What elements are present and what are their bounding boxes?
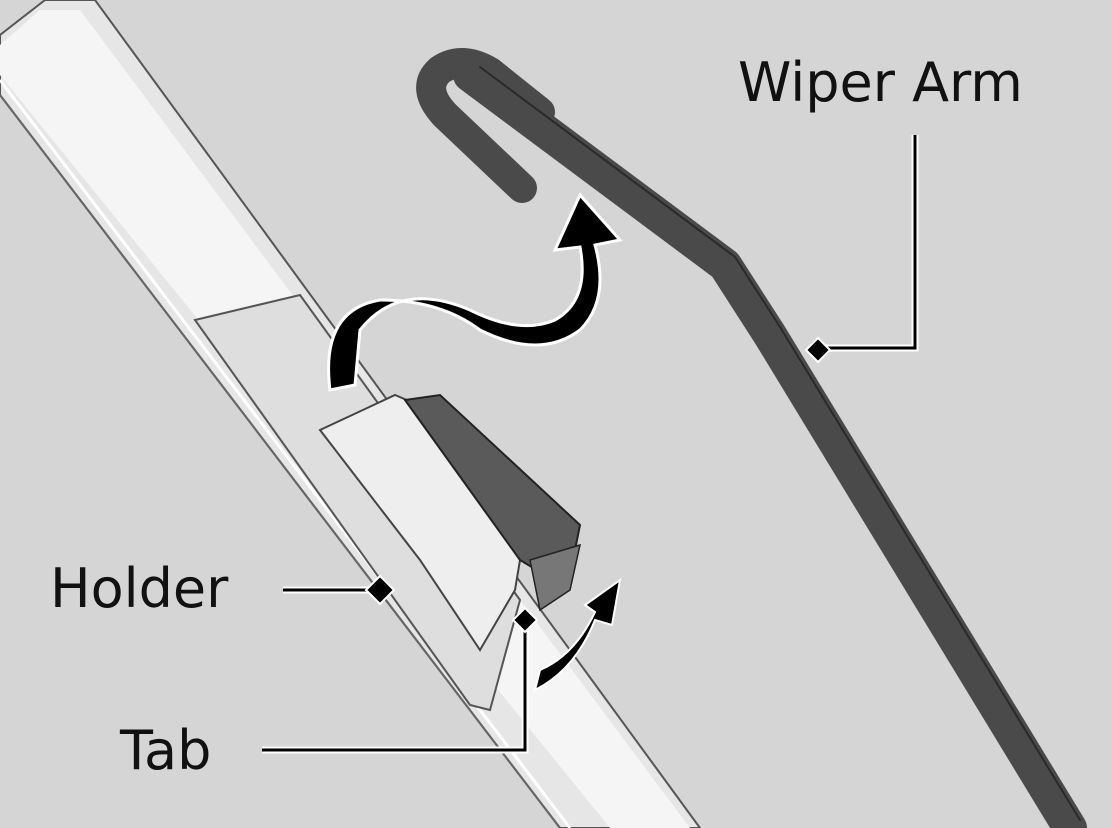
removal-arrow <box>327 192 623 392</box>
tab-arrow <box>533 577 622 692</box>
tab-label: Tab <box>120 719 212 782</box>
wiper-arm-label: Wiper Arm <box>738 51 1023 114</box>
leader-holder <box>283 574 396 606</box>
holder-label: Holder <box>50 557 229 620</box>
holder <box>193 293 582 712</box>
wiper-arm <box>416 48 1087 828</box>
leader-tab <box>262 606 539 754</box>
leader-wiper-arm <box>804 135 919 364</box>
